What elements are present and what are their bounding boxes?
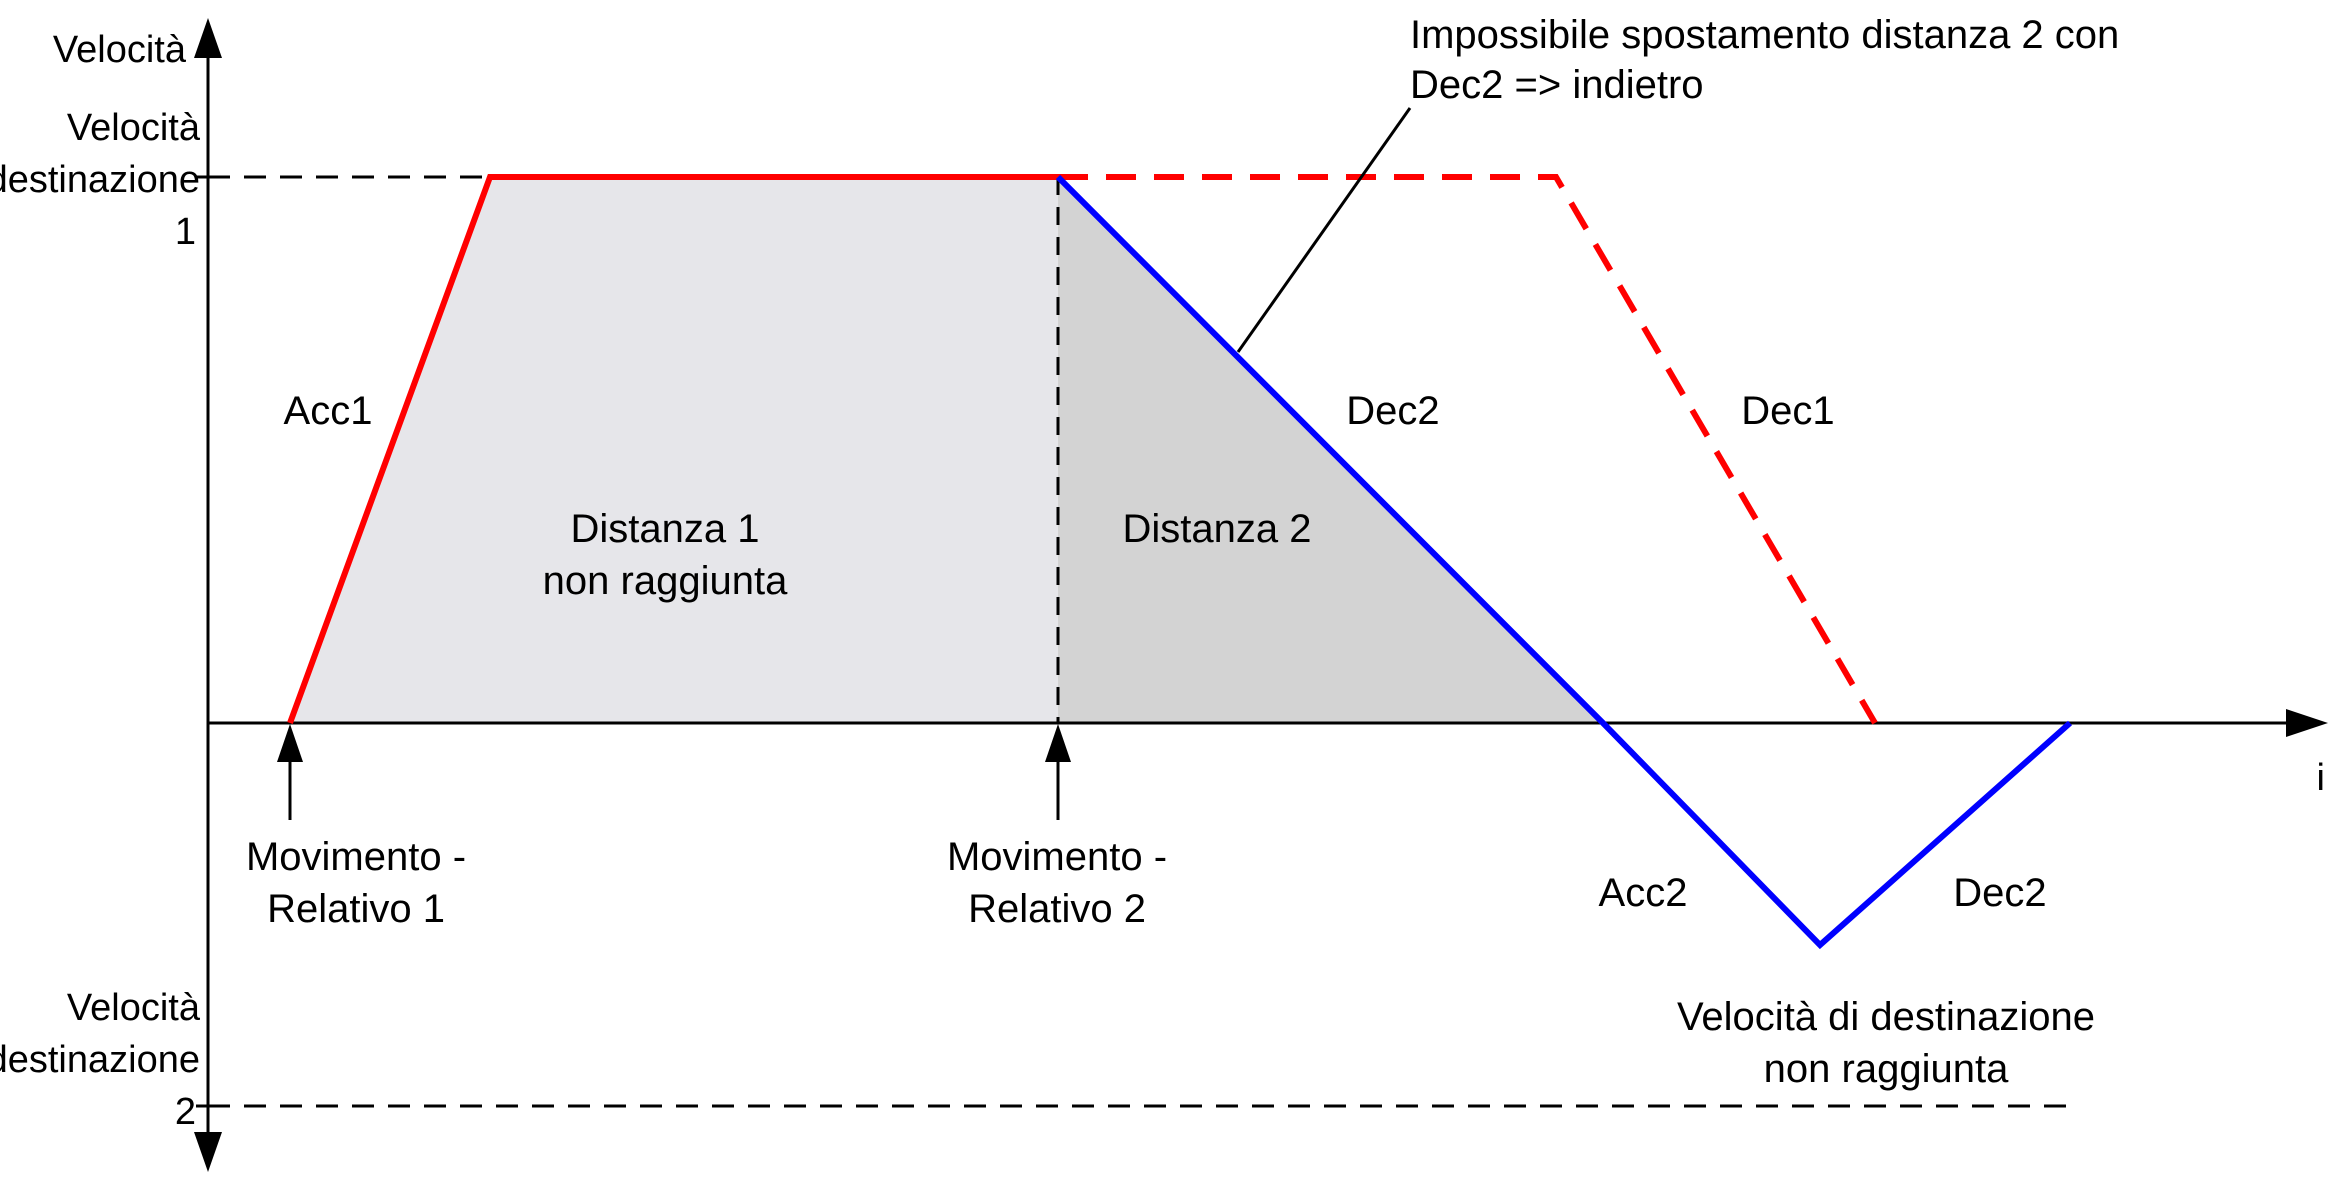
move-1-label-line2: Relativo 1 [267, 887, 445, 931]
y-axis-up-arrow-icon [194, 18, 222, 58]
target-speed-1-label-line2: destinazione [0, 159, 200, 201]
target-speed-2-label-line1: Velocità [67, 987, 201, 1029]
x-axis-label: i [2317, 757, 2325, 799]
profile-1-dashed-line [1058, 174, 1878, 725]
move-2-label-line2: Relativo 2 [968, 887, 1146, 931]
dec1-label: Dec1 [1741, 389, 1834, 433]
y-axis-down-arrow-icon [194, 1132, 222, 1172]
x-axis-arrow-icon [2286, 709, 2328, 737]
target-speed-2-label-line3: 2 [175, 1091, 196, 1133]
move-2-label-line1: Movimento - [947, 835, 1167, 879]
y-axis-label: Velocità [53, 29, 187, 71]
impossible-callout-leader [1236, 107, 1412, 353]
acc2-label: Acc2 [1599, 871, 1688, 915]
move-1-label-line1: Movimento - [246, 835, 466, 879]
impossible-note-line2: Dec2 => indietro [1410, 63, 1704, 107]
dec2-lower-label: Dec2 [1953, 871, 2046, 915]
target-speed-1-label-line3: 1 [175, 211, 196, 253]
target-speed-1-label-line1: Velocità [67, 107, 201, 149]
distance-1-area [290, 177, 1058, 723]
acc1-label: Acc1 [284, 389, 373, 433]
not-reached-note-line2: non raggiunta [1764, 1047, 2009, 1091]
distance-2-label: Distanza 2 [1123, 507, 1312, 551]
profile-2-line [1055, 174, 2072, 950]
not-reached-note-line1: Velocità di destinazione [1677, 995, 2095, 1039]
move-2-arrow-icon [1045, 724, 1071, 762]
target-speed-2-label-line2: destinazione [0, 1039, 200, 1081]
move-1-arrow-icon [277, 724, 303, 762]
distance-1-label-line1: Distanza 1 [571, 507, 760, 551]
dec2-upper-label: Dec2 [1346, 389, 1439, 433]
impossible-note-line1: Impossibile spostamento distanza 2 con [1410, 13, 2119, 57]
profile-1-solid-line [287, 174, 1058, 725]
distance-1-label-line2: non raggiunta [543, 559, 788, 603]
